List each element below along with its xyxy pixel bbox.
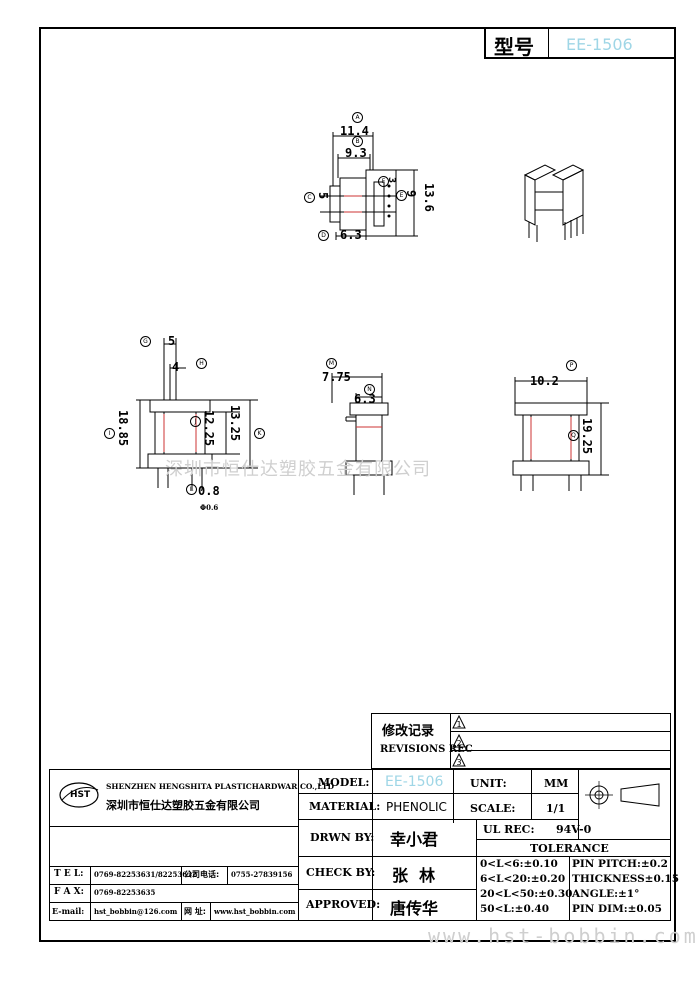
- url-watermark: www.hst-bobbin.com: [428, 924, 699, 948]
- dim-top-6-3: 6.3: [340, 228, 362, 242]
- revisions-box: [371, 713, 671, 769]
- spec-row: THICKNESS±0.15: [572, 873, 680, 885]
- company-phone-label: 公司电话:: [184, 870, 220, 879]
- dim-top-9-3: 9.3: [345, 146, 367, 160]
- callout-p: P: [566, 360, 577, 371]
- unit-label: UNIT:: [470, 777, 507, 790]
- top-view-drawing: [320, 132, 418, 240]
- spec-row: PIN DIM:±0.05: [572, 903, 662, 915]
- callout-c: C: [304, 192, 315, 203]
- company-name-en: SHENZHEN HENGSHITA PLASTICHARDWAR CO.,LT…: [106, 782, 334, 791]
- drwn-value: 幸小君: [390, 830, 439, 849]
- model-label: MODEL:: [318, 776, 370, 789]
- dim-top-13-6: 13.6: [422, 183, 436, 212]
- front-pin-note: Φ0.6: [200, 503, 219, 512]
- tolerance-row: 0<L<6:±0.10: [480, 858, 558, 870]
- callout-a: A: [352, 112, 363, 123]
- callout-h: H: [196, 358, 207, 369]
- website-label: 网 址:: [184, 907, 206, 916]
- revision-triangle-2: 2: [452, 734, 466, 748]
- svg-text:2: 2: [456, 739, 461, 748]
- tel-value: 0769-82253631/82253632: [94, 870, 197, 879]
- dim-side-6-3: 6.3: [354, 392, 376, 406]
- callout-g: G: [140, 336, 151, 347]
- dim-side-7-75: 7.75: [322, 370, 351, 384]
- dim-front-4: 4: [172, 360, 180, 374]
- callout-d: D: [318, 230, 329, 241]
- side-view-drawing: [331, 373, 393, 495]
- website-value: www.hst_bobbin.com: [214, 907, 296, 916]
- callout-j: J: [190, 416, 201, 427]
- hst-logo: [59, 782, 99, 808]
- company-watermark: 深圳市恒仕达塑胶五金有限公司: [165, 459, 431, 480]
- callout-i: I: [104, 428, 115, 439]
- scale-value: 1/1: [546, 802, 566, 815]
- right-view-drawing: [512, 377, 609, 491]
- spec-row: PIN PITCH:±0.2: [572, 858, 668, 870]
- company-name-cn: 深圳市恒仕达塑胶五金有限公司: [106, 799, 260, 812]
- isometric-view-drawing: [523, 164, 585, 242]
- drwn-label: DRWN BY:: [310, 831, 375, 844]
- callout-e: E: [396, 190, 407, 201]
- dim-right-10-2: 10.2: [530, 374, 559, 388]
- svg-text:1: 1: [456, 720, 461, 729]
- dim-top-3: 3: [386, 177, 397, 184]
- approved-value: 唐传华: [390, 899, 439, 918]
- tolerance-row: 50<L:±0.40: [480, 903, 550, 915]
- company-phone-value: 0755-27839156: [231, 870, 293, 879]
- material-label: MATERIAL:: [309, 800, 381, 813]
- check-value: 张 林: [392, 866, 436, 885]
- email-label: E-mail:: [52, 906, 85, 916]
- model-header-box: [484, 27, 676, 59]
- approved-label: APPROVED:: [306, 898, 381, 911]
- revisions-title-cn: 修改记录: [382, 724, 435, 739]
- tel-label: T E L:: [54, 869, 84, 879]
- unit-value: MM: [544, 777, 569, 790]
- logo-text: HST: [70, 790, 91, 800]
- model-value: EE-1506: [385, 774, 444, 790]
- check-label: CHECK BY:: [306, 866, 376, 879]
- dim-front-18-85: 18.85: [116, 410, 130, 447]
- callout-m: M: [326, 358, 337, 369]
- ul-label: UL REC:: [483, 823, 535, 836]
- tolerance-label: TOLERANCE: [530, 842, 609, 855]
- dim-top-9: 9: [404, 190, 418, 198]
- callout-b: B: [352, 136, 363, 147]
- dim-front-12-25: 12.25: [202, 410, 216, 447]
- title-block: [49, 769, 671, 921]
- projection-symbol: [585, 781, 660, 809]
- revision-triangle-1: 1: [452, 715, 466, 729]
- material-value: PHENOLIC: [386, 800, 447, 814]
- revision-triangle-3: 3: [452, 753, 466, 767]
- revisions-title-en: REVISIONS REC: [380, 744, 473, 755]
- tolerance-row: 20<L<50:±0.30: [480, 888, 573, 900]
- fax-label: F A X:: [54, 887, 84, 897]
- callout-n: N: [364, 384, 375, 395]
- dim-front-5: 5: [168, 334, 176, 348]
- fax-value: 0769-82253635: [94, 888, 156, 897]
- dim-front-13-25: 13.25: [228, 405, 242, 442]
- scale-label: SCALE:: [470, 802, 516, 815]
- svg-text:3: 3: [456, 758, 461, 767]
- dim-front-0-8: 0.8: [198, 484, 220, 498]
- model-header-label: 型号: [494, 35, 534, 59]
- email-value: hst_bobbin@126.com: [94, 907, 178, 916]
- spec-row: ANGLE:±1°: [572, 888, 640, 900]
- callout-f: F: [378, 176, 389, 187]
- front-view-drawing: [136, 338, 258, 490]
- dim-top-5: 5: [316, 192, 330, 200]
- callout-q: Q: [568, 430, 579, 441]
- callout-k: K: [254, 428, 265, 439]
- drawing-frame: [39, 27, 676, 942]
- tolerance-row: 6<L<20:±0.20: [480, 873, 566, 885]
- callout-l: L: [186, 484, 197, 495]
- dim-right-19-25: 19.25: [580, 418, 594, 455]
- dim-top-11-4: 11.4: [340, 124, 369, 138]
- ul-value: 94V-0: [556, 823, 592, 836]
- model-header-value: EE-1506: [566, 35, 633, 54]
